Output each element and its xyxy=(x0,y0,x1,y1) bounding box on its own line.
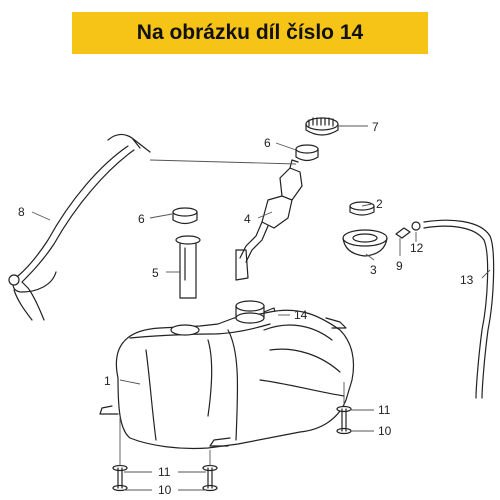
title-banner: Na obrázku díl číslo 14 xyxy=(72,12,428,54)
part-8-hose xyxy=(8,133,151,321)
callout-11-bottom: 11 xyxy=(158,465,171,479)
callout-3: 3 xyxy=(370,263,377,277)
callout-13: 13 xyxy=(460,273,474,287)
callout-2: 2 xyxy=(376,197,383,211)
callout-12: 12 xyxy=(410,241,424,255)
callout-14: 14 xyxy=(294,308,308,322)
part-5-level-sender xyxy=(175,235,201,299)
title-text: Na obrázku díl číslo 14 xyxy=(136,21,364,44)
callout-6-lower: 6 xyxy=(138,212,145,226)
part-7-cap-ring xyxy=(305,117,339,136)
part-1-fuel-tank xyxy=(99,300,355,450)
part-6-lower-seal xyxy=(172,207,198,225)
callout-5: 5 xyxy=(152,266,159,280)
part-4-fuel-pump xyxy=(235,159,303,281)
callout-labels: 1 2 3 4 5 6 6 7 8 9 10 10 11 11 12 13 14 xyxy=(18,120,474,497)
part-12-clip xyxy=(411,221,421,231)
fastener-group xyxy=(112,405,352,492)
callout-7: 7 xyxy=(372,120,379,134)
callout-9: 9 xyxy=(396,259,403,273)
callout-1: 1 xyxy=(104,374,111,388)
leader-lines xyxy=(31,125,491,491)
callout-10-right: 10 xyxy=(378,424,392,438)
part-6-upper-seal xyxy=(295,144,319,162)
part-13-long-hose xyxy=(423,219,495,399)
part-9-fitting xyxy=(395,227,411,239)
callout-11-right: 11 xyxy=(378,403,391,417)
callout-4: 4 xyxy=(244,212,251,226)
callout-6-upper: 6 xyxy=(264,136,271,150)
part-3-filler-neck xyxy=(342,229,388,257)
callout-8: 8 xyxy=(18,205,25,219)
callout-10-bottom: 10 xyxy=(158,483,172,497)
